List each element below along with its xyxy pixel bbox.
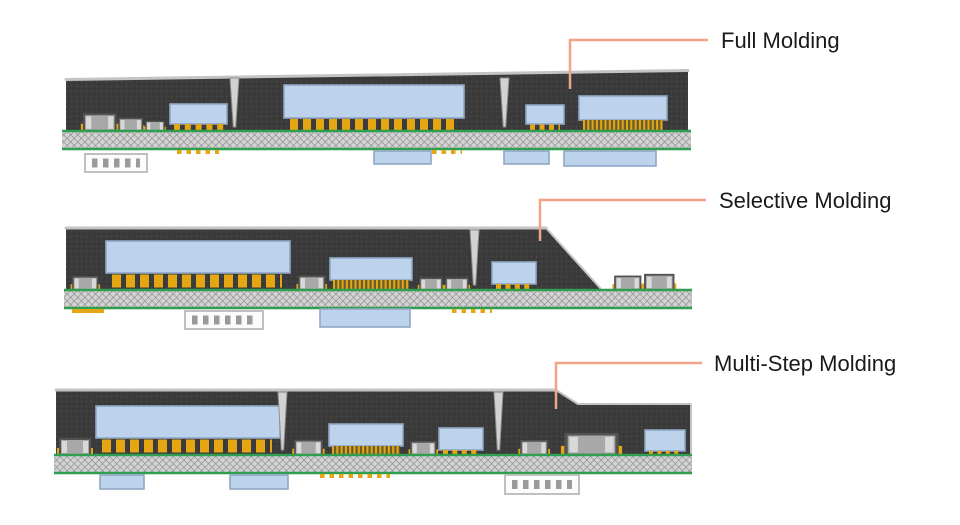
chip-die <box>644 429 686 452</box>
fine-pitch-bg <box>332 446 400 455</box>
chip-die <box>578 95 668 121</box>
selective-molding-diagram: Selective Molding <box>64 188 891 330</box>
substrate <box>54 453 692 475</box>
mold-step-surface <box>555 389 579 405</box>
multi-step-molding-diagram: Multi-Step Molding <box>54 351 896 495</box>
chip-die <box>328 423 404 447</box>
passive-component <box>291 439 326 456</box>
small-die <box>491 261 537 290</box>
full-molding-diagram: Full Molding <box>62 28 840 173</box>
substrate-core <box>54 456 692 472</box>
flip-chip-die-large <box>95 405 281 453</box>
bottom-pad <box>503 150 550 165</box>
substrate <box>64 288 692 310</box>
mold-top-surface <box>64 69 690 81</box>
bottom-pad <box>319 308 411 328</box>
label-selective-molding: Selective Molding <box>719 188 891 213</box>
bottom-pad <box>563 150 657 167</box>
bottom-connector <box>184 310 264 330</box>
bottom-pad <box>99 474 145 490</box>
passive-component <box>443 277 471 291</box>
passive-component-exposed <box>611 275 644 291</box>
fine-pitch-die <box>329 257 413 290</box>
passive-component <box>143 120 167 132</box>
chip-die <box>169 103 228 125</box>
leader-line-selective-molding <box>538 198 706 241</box>
chip-die <box>491 261 537 285</box>
flip-chip-die-large <box>105 240 291 288</box>
fine-pitch-die <box>578 95 668 130</box>
passive-component <box>407 441 439 456</box>
shielded-module <box>559 432 624 457</box>
small-die <box>525 104 565 131</box>
chip-die <box>438 427 484 451</box>
leader-line-full-molding <box>568 38 708 89</box>
passive-component <box>79 113 120 133</box>
flip-chip-die <box>169 103 228 131</box>
fine-pitch-bg <box>333 280 409 290</box>
leader-line-multi-step-molding <box>554 361 702 409</box>
passive-component <box>69 276 101 291</box>
bottom-connector <box>504 474 580 495</box>
passive-component-exposed <box>641 273 678 291</box>
substrate <box>62 129 691 151</box>
chip-die <box>283 84 465 119</box>
flip-chip-die-large <box>283 84 465 130</box>
chip-die <box>329 257 413 281</box>
substrate-core <box>64 291 692 307</box>
mold-slope-surface <box>545 227 602 290</box>
bottom-pad <box>229 474 289 490</box>
small-die <box>438 427 484 455</box>
chip-die <box>525 104 565 125</box>
passive-component <box>417 277 445 291</box>
passive-component <box>517 440 551 456</box>
label-multi-step-molding: Multi-Step Molding <box>714 351 896 376</box>
small-die-right <box>644 429 686 455</box>
chip-die <box>105 240 291 274</box>
passive-component <box>115 117 146 132</box>
passive-component <box>56 438 94 456</box>
passive-component <box>295 275 328 291</box>
bottom-pad <box>373 150 432 165</box>
chip-die <box>95 405 281 439</box>
fine-pitch-die <box>328 423 404 455</box>
bottom-connector <box>84 153 148 173</box>
bottom-connector-body <box>504 474 580 495</box>
substrate-core <box>62 132 691 148</box>
label-full-molding: Full Molding <box>721 28 840 53</box>
